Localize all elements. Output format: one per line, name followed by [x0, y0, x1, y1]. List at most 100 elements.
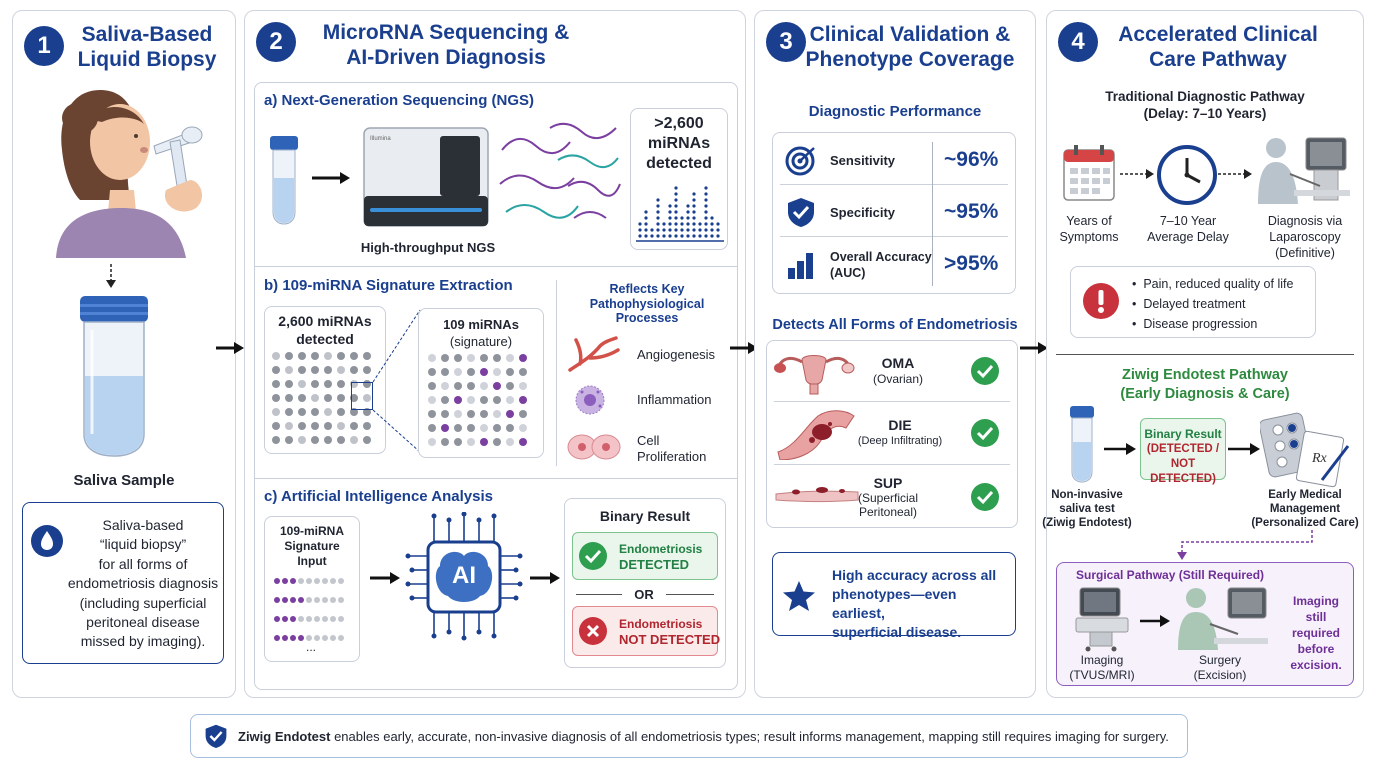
input-dot — [298, 616, 304, 622]
or-label: OR — [634, 587, 654, 602]
input-dot — [314, 578, 320, 584]
signature-dot — [480, 354, 488, 362]
mirna-dot — [350, 408, 358, 416]
signature-dot — [519, 396, 527, 404]
mirna-dot — [337, 352, 345, 360]
ai-brain-chip-icon — [405, 512, 523, 641]
shield-check-icon — [788, 198, 814, 227]
mirna-dot — [324, 436, 332, 444]
sensitivity-label: Sensitivity — [830, 153, 896, 168]
deep-infiltrating-icon — [777, 410, 855, 460]
footer-banner — [190, 714, 1188, 758]
signature-dot — [428, 368, 436, 376]
binary-result-mini-box — [1140, 418, 1226, 480]
signature-dot — [441, 396, 449, 404]
mirna-dot — [298, 380, 306, 388]
shield-check-icon-footer — [205, 724, 227, 748]
delay-impact-list: • Pain, reduced quality of life • Delaye… — [1132, 277, 1294, 331]
signature-dot — [519, 424, 527, 432]
mirna-dot — [324, 380, 332, 388]
input-dot — [298, 635, 304, 641]
input-dot — [282, 635, 288, 641]
mirna-dot — [298, 366, 306, 374]
or-divider-right — [666, 594, 714, 595]
input-dot — [290, 578, 296, 584]
check-circle-die-icon — [971, 419, 999, 447]
signature-dot — [454, 424, 462, 432]
signature-dot — [467, 382, 475, 390]
signature-dot — [480, 368, 488, 376]
mirna-dot — [311, 380, 319, 388]
mirna-dot — [363, 408, 371, 416]
droplet-icon — [31, 525, 63, 557]
mirna-dot — [311, 436, 319, 444]
input-dot — [338, 635, 344, 641]
mirna-dot — [350, 380, 358, 388]
signature-dot — [454, 382, 462, 390]
arrow-binary-to-mgmt — [1228, 443, 1260, 455]
mirna-dot — [324, 366, 332, 374]
arrow-ai-to-result — [530, 572, 560, 584]
input-dot — [314, 597, 320, 603]
surgery-icon — [1178, 587, 1268, 650]
input-dot — [314, 616, 320, 622]
input-dot — [282, 597, 288, 603]
medication-prescription-icon: Rx — [1260, 412, 1350, 488]
arrow-input-to-ai — [370, 572, 400, 584]
specificity-label: Specificity — [830, 205, 896, 220]
signature-dot — [454, 410, 462, 418]
forms-row-divider-1 — [774, 401, 1010, 402]
signature-dot — [480, 382, 488, 390]
input-dot — [290, 616, 296, 622]
signature-input-more: ... — [306, 640, 317, 654]
input-dot — [282, 578, 288, 584]
form-oma: OMA(Ovarian) — [872, 355, 923, 386]
signature-dot — [441, 382, 449, 390]
mirna-dot — [272, 352, 280, 360]
target-icon — [785, 146, 815, 176]
surgery-label: Surgery(Excision) — [1193, 653, 1247, 682]
input-dot — [306, 578, 312, 584]
input-dot — [274, 635, 280, 641]
input-dot — [338, 578, 344, 584]
signature-dot — [493, 424, 501, 432]
input-dot — [274, 578, 280, 584]
process-angiogenesis: Angiogenesis — [637, 347, 716, 362]
mirna-dot — [324, 408, 332, 416]
performance-row-divider-1 — [780, 184, 1008, 185]
uterus-ovary-icon — [774, 355, 855, 395]
mirna-dot — [285, 408, 293, 416]
signature-dot — [480, 396, 488, 404]
signature-dot — [506, 368, 514, 376]
mirna-dot — [285, 352, 293, 360]
mirna-dot — [311, 408, 319, 416]
panel3-title: Clinical Validation &Phenotype Coverage — [805, 23, 1015, 71]
superficial-peritoneal-icon — [775, 487, 859, 502]
input-dot — [322, 616, 328, 622]
signature-dot — [441, 410, 449, 418]
input-dot — [306, 597, 312, 603]
ngs-heading: a) Next-Generation Sequencing (NGS) — [264, 92, 535, 109]
signature-dot — [467, 438, 475, 446]
forms-title: Detects All Forms of Endometriosis — [772, 317, 1018, 333]
mirna-dot — [363, 366, 371, 374]
arrow-panel1-to-2 — [216, 342, 244, 354]
mirna-strands-illustration — [499, 122, 621, 219]
mirna-dot — [337, 380, 345, 388]
imaging-label: Imaging(TVUS/MRI) — [1069, 653, 1135, 682]
signature-dot — [428, 354, 436, 362]
signature-dot — [493, 396, 501, 404]
sample-tube-icon — [270, 136, 298, 225]
blood-vessel-icon — [568, 336, 620, 372]
mirna-dot — [272, 380, 280, 388]
check-circle-sup-icon — [971, 483, 999, 511]
imaging-machine-icon — [1075, 587, 1129, 652]
